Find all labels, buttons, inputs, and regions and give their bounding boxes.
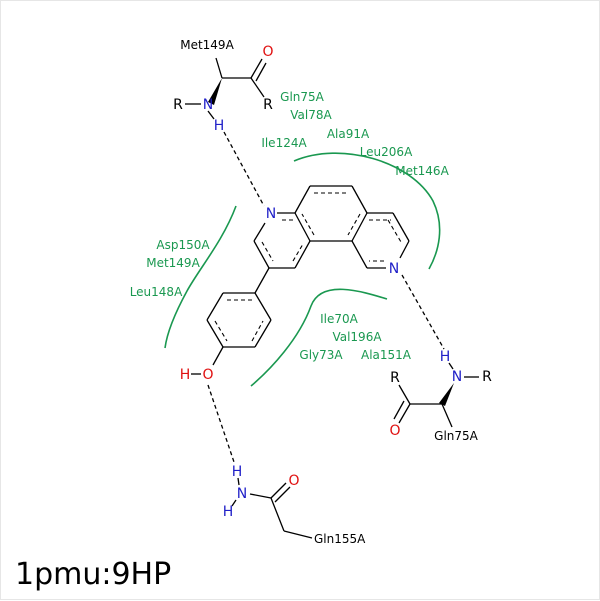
bond-ring-c5 — [294, 240, 311, 269]
bond-ring-a6 — [294, 185, 311, 214]
aro-ring-a3 — [347, 213, 361, 236]
hydrophobic-arc-left — [164, 205, 237, 349]
bond-ring-b3 — [399, 240, 410, 259]
hydrophobic-label-top-0: Gln75A — [280, 90, 325, 104]
aro-ring-c5 — [292, 243, 304, 262]
hydrophobic-label-bottom-0: Ile70A — [320, 312, 359, 326]
hydrophobic-label-top-4: Leu206A — [360, 145, 413, 159]
atom-h-right: H — [440, 349, 451, 365]
hydrophobic-label-bottom-2: Gly73A — [299, 348, 343, 362]
bond-ph-6 — [254, 292, 272, 321]
hydrophobic-label-top-3: Ile124A — [261, 136, 307, 150]
bond-carbonyl-o-right-double — [393, 400, 405, 420]
residue-label-gln155a: Gln155A — [314, 532, 366, 546]
bond-ring-b2 — [392, 212, 410, 242]
atom-r-right-left: R — [390, 370, 400, 386]
aro-ring-c3 — [261, 241, 274, 262]
hydrophobic-label-top-2: Ala91A — [327, 127, 370, 141]
atom-r-top-left: R — [173, 97, 183, 113]
aro-ph-3 — [214, 320, 228, 342]
atom-h-amide2: H — [223, 504, 234, 520]
atom-n-amide: N — [237, 486, 247, 502]
aro-ring-a5 — [301, 213, 315, 236]
residue-label-gln75a: Gln75A — [434, 429, 479, 443]
bond-ph-oh — [212, 346, 224, 366]
hydrophobic-label-left-2: Leu148A — [130, 285, 183, 299]
bond-carbonyl-r-right — [398, 384, 411, 405]
bond-ring-a5 — [294, 212, 311, 242]
bond-n-h-top — [207, 110, 215, 120]
hydrophobic-label-top-1: Val78A — [290, 108, 332, 122]
bond-carbonyl-o — [250, 58, 263, 79]
atom-r-top-right: R — [263, 97, 273, 113]
bond-ph-5 — [254, 319, 272, 348]
bond-h-n-amide — [237, 477, 240, 486]
bond-n-carbonyl-amide — [249, 493, 272, 499]
bond-ring-phenyl-link — [254, 267, 270, 294]
aro-ring-b2 — [387, 219, 402, 243]
bond-carbonyl-o-amide — [270, 482, 287, 499]
bond-ph-2 — [206, 292, 224, 321]
atom-h-top: H — [214, 118, 225, 134]
atom-r-right: R — [482, 369, 492, 385]
atom-n-ring2: N — [389, 261, 399, 277]
bond-carbonyl-o-amide-double — [274, 486, 291, 503]
atom-o-right: O — [389, 423, 400, 439]
bond-ch2-label — [283, 530, 313, 539]
hydrophobic-arc-top — [293, 152, 441, 270]
wedge-bond-top — [208, 78, 222, 105]
hydrophobic-label-bottom-1: Val196A — [332, 330, 382, 344]
atom-o-phenol: O — [202, 367, 213, 383]
atom-n-right: N — [452, 369, 462, 385]
wedge-bond-right — [439, 383, 454, 406]
hydrophobic-arc-bottom — [250, 288, 388, 387]
atom-o-top: O — [262, 44, 273, 60]
hbond-phenol-gln155a — [207, 384, 235, 463]
bond-ring-b5 — [351, 240, 368, 269]
bond-ring-a2 — [351, 185, 368, 214]
bond-carbonyl-ch2 — [270, 497, 285, 532]
bond-n-h-amide2 — [231, 499, 237, 507]
bond-ring-a3 — [351, 212, 368, 242]
hydrophobic-label-top-5: Met146A — [395, 164, 449, 178]
hbond-met149a-n — [223, 131, 265, 207]
atom-n-top: N — [203, 97, 213, 113]
residue-label-met149a: Met149A — [180, 38, 234, 52]
bond-ring-c3 — [253, 240, 270, 269]
atom-n-ring1: N — [266, 206, 276, 222]
hbond-n-gln75a — [401, 274, 445, 350]
hydrophobic-label-left-1: Met149A — [146, 256, 200, 270]
atom-o-amide: O — [288, 473, 299, 489]
bond-carbonyl-o-right — [398, 403, 411, 424]
atom-h-amide1: H — [232, 464, 243, 480]
atom-h-phenol: H — [180, 367, 191, 383]
bond-calpha-label-right — [441, 403, 453, 428]
diagram-caption: 1pmu:9HP — [15, 557, 171, 592]
bond-ph-3 — [206, 319, 224, 348]
hydrophobic-label-bottom-3: Ala151A — [361, 348, 412, 362]
hydrophobic-label-left-0: Asp150A — [156, 238, 210, 252]
bond-calpha-label — [215, 57, 223, 79]
aro-ph-5 — [251, 320, 264, 342]
bond-carbonyl-o-double — [255, 62, 267, 82]
bond-ring-c2 — [253, 222, 266, 242]
bond-carbonyl-r — [250, 77, 265, 98]
bond-h-n-right — [448, 362, 454, 370]
